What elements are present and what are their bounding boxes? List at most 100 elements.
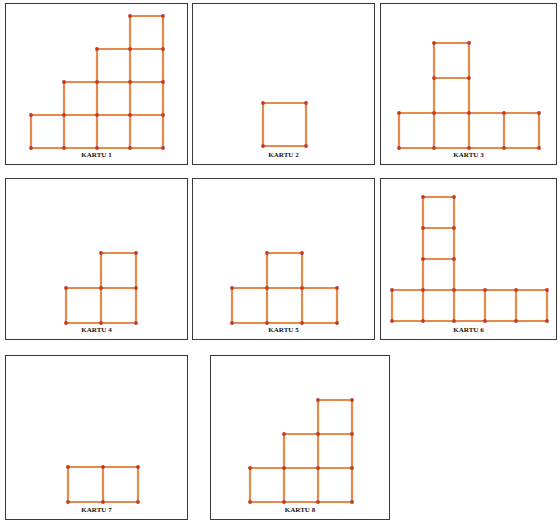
match-head [545,319,549,323]
matchstick [320,399,351,401]
matchstick [162,51,164,81]
match-head [514,288,518,292]
match-head [265,286,269,290]
match-head [483,319,487,323]
match-head [432,111,436,115]
match-head [261,101,265,105]
match-head [467,146,471,150]
matchstick [132,48,162,50]
matchstick [538,115,540,147]
match-head [316,500,320,504]
matchstick [422,230,424,258]
match-head [316,432,320,436]
matchstick [129,18,131,48]
matchstick [398,115,400,147]
card-label-row: KARTU 4 [6,318,187,336]
matchstick [394,320,422,322]
match-head [248,500,252,504]
matchstick [436,42,468,44]
match-head [62,80,66,84]
matchstick [96,51,98,81]
matchstick [484,292,486,320]
match-head [64,321,68,325]
matchstick [234,287,266,289]
match-head [350,466,354,470]
matchstick-figure [211,356,389,519]
match-head [432,146,436,150]
match-head [452,319,456,323]
match-head [136,465,140,469]
matchstick [436,77,468,79]
match-head [128,47,132,51]
matchstick [546,292,548,320]
matchstick-figure [6,356,187,519]
matchstick [506,112,538,114]
matchstick [33,114,63,116]
match-head [300,251,304,255]
match-head [545,288,549,292]
matchstick [433,115,435,147]
match-head [421,319,425,323]
match-head [161,113,165,117]
matchstick [425,258,453,260]
matchstick [63,84,65,114]
match-head [95,113,99,117]
matchstick-figure [381,179,556,339]
match-head [230,321,234,325]
matchstick [425,289,453,291]
matchstick [102,469,104,501]
matchstick [66,147,96,149]
match-head [101,465,105,469]
match-head [128,80,132,84]
match-head [300,321,304,325]
match-head [467,41,471,45]
matchstick [137,469,139,501]
matchstick [99,114,129,116]
picture-card: KARTU 5 [192,178,375,340]
matchstick [129,117,131,147]
picture-card: KARTU 8 [210,355,390,520]
match-head [421,226,425,230]
match-head [432,41,436,45]
matchstick [135,255,137,287]
matchstick [471,147,503,149]
match-head [128,146,132,150]
match-head [161,14,165,18]
matchstick [468,115,470,147]
match-head [62,146,66,150]
matchstick [286,501,317,503]
matchstick [265,102,305,104]
matchstick [269,322,301,324]
match-head [335,286,339,290]
matchstick [317,402,319,433]
matchstick [317,470,319,501]
matchstick [283,436,285,467]
match-head [261,144,265,148]
match-head [300,286,304,290]
matchstick [132,81,162,83]
matchstick [30,117,32,147]
matchstick [96,84,98,114]
matchstick [132,114,162,116]
match-head [350,432,354,436]
matchstick [265,145,305,147]
matchstick [99,81,129,83]
picture-card: KARTU 4 [5,178,188,340]
matchstick [68,287,100,289]
match-head [452,257,456,261]
picture-card: KARTU 6 [380,178,557,340]
matchstick [129,51,131,81]
card-label: KARTU 7 [80,506,112,514]
matchstick [99,147,129,149]
match-head [316,466,320,470]
match-head [421,195,425,199]
match-head [134,251,138,255]
matchstick [453,261,455,289]
matchstick [351,470,353,501]
matchstick [96,117,98,147]
matchstick [468,45,470,77]
matchstick [394,289,422,291]
matchstick [269,287,301,289]
card-label-row: KARTU 8 [211,498,389,516]
